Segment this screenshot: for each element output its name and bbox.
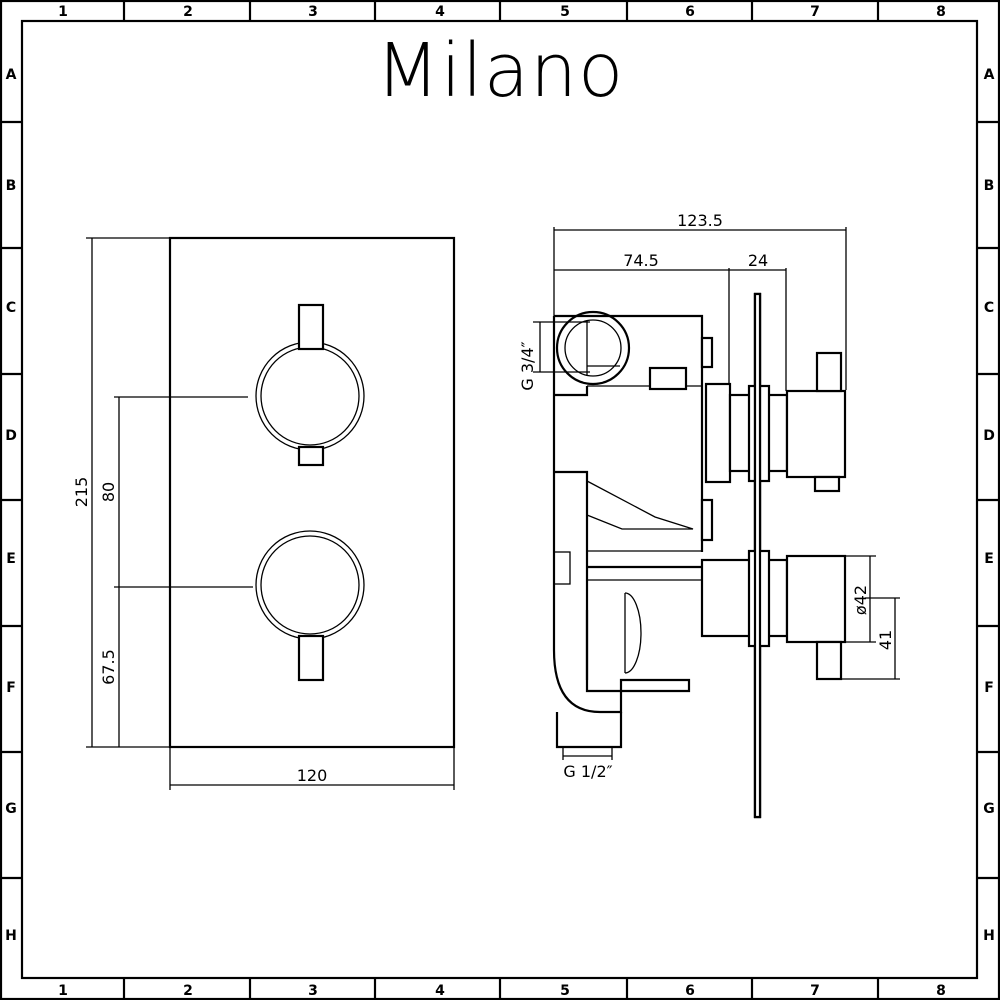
- lower-nut: [700, 498, 714, 542]
- row-label: H: [5, 928, 17, 944]
- row-label: F: [984, 680, 994, 696]
- row-label: A: [6, 67, 17, 83]
- row-label: A: [984, 67, 995, 83]
- side-view: 123.5 74.5 24 G 3/4″ G 1/2″ ø42 41: [518, 211, 900, 819]
- front-view: 215 80 67.5 120: [72, 236, 456, 790]
- front-dimension-lines: [86, 237, 455, 790]
- lower-knob-dimension: 67.5: [99, 649, 118, 685]
- knob-spacing-dimension: 80: [99, 482, 118, 502]
- row-label: C: [984, 300, 994, 316]
- row-label: D: [5, 428, 17, 444]
- lever-dimension: 41: [876, 630, 895, 650]
- width-dimension: 120: [297, 766, 328, 785]
- row-label: D: [983, 428, 995, 444]
- col-label: 7: [810, 4, 820, 20]
- row-label: G: [5, 801, 17, 817]
- col-label: 3: [308, 983, 318, 999]
- inlet-thread-label: G 3/4″: [518, 341, 537, 390]
- column-labels-top: 1 2 3 4 5 6 7 8: [58, 4, 946, 20]
- lower-knob: [255, 530, 365, 682]
- col-label: 3: [308, 4, 318, 20]
- lower-cartridge: [700, 292, 847, 819]
- handle-diameter-dimension: ø42: [851, 585, 870, 615]
- col-label: 2: [183, 983, 193, 999]
- col-label: 1: [58, 983, 68, 999]
- front-plate: [168, 236, 456, 749]
- row-label: F: [6, 680, 16, 696]
- valve-body: [552, 314, 704, 749]
- col-label: 2: [183, 4, 193, 20]
- upper-knob: [255, 303, 365, 467]
- col-label: 4: [435, 4, 445, 20]
- small-fitting: [648, 366, 688, 391]
- row-labels-right: A B C D E F G H: [983, 67, 995, 944]
- side-dimension-lines: [533, 227, 900, 760]
- col-label: 6: [685, 4, 695, 20]
- row-label: E: [984, 551, 994, 567]
- row-label: E: [6, 551, 16, 567]
- row-label: G: [983, 801, 995, 817]
- col-label: 1: [58, 4, 68, 20]
- cartridge-dimension: 24: [748, 251, 768, 270]
- col-label: 7: [810, 983, 820, 999]
- row-label: B: [984, 178, 995, 194]
- col-label: 8: [936, 983, 946, 999]
- outlet-thread-label: G 1/2″: [563, 762, 612, 781]
- column-labels-bottom: 1 2 3 4 5 6 7 8: [58, 983, 946, 999]
- col-label: 5: [560, 983, 570, 999]
- row-label: B: [6, 178, 17, 194]
- col-label: 5: [560, 4, 570, 20]
- col-label: 4: [435, 983, 445, 999]
- col-label: 8: [936, 4, 946, 20]
- brand-logo: Milano: [376, 28, 625, 114]
- inlet-ring: [555, 310, 631, 386]
- height-dimension: 215: [72, 477, 91, 508]
- upper-nut: [700, 336, 714, 369]
- row-label: C: [6, 300, 16, 316]
- body-depth-dimension: 74.5: [623, 251, 659, 270]
- row-labels-left: A B C D E F G H: [5, 67, 17, 944]
- total-depth-dimension: 123.5: [677, 211, 723, 230]
- row-label: H: [983, 928, 995, 944]
- col-label: 6: [685, 983, 695, 999]
